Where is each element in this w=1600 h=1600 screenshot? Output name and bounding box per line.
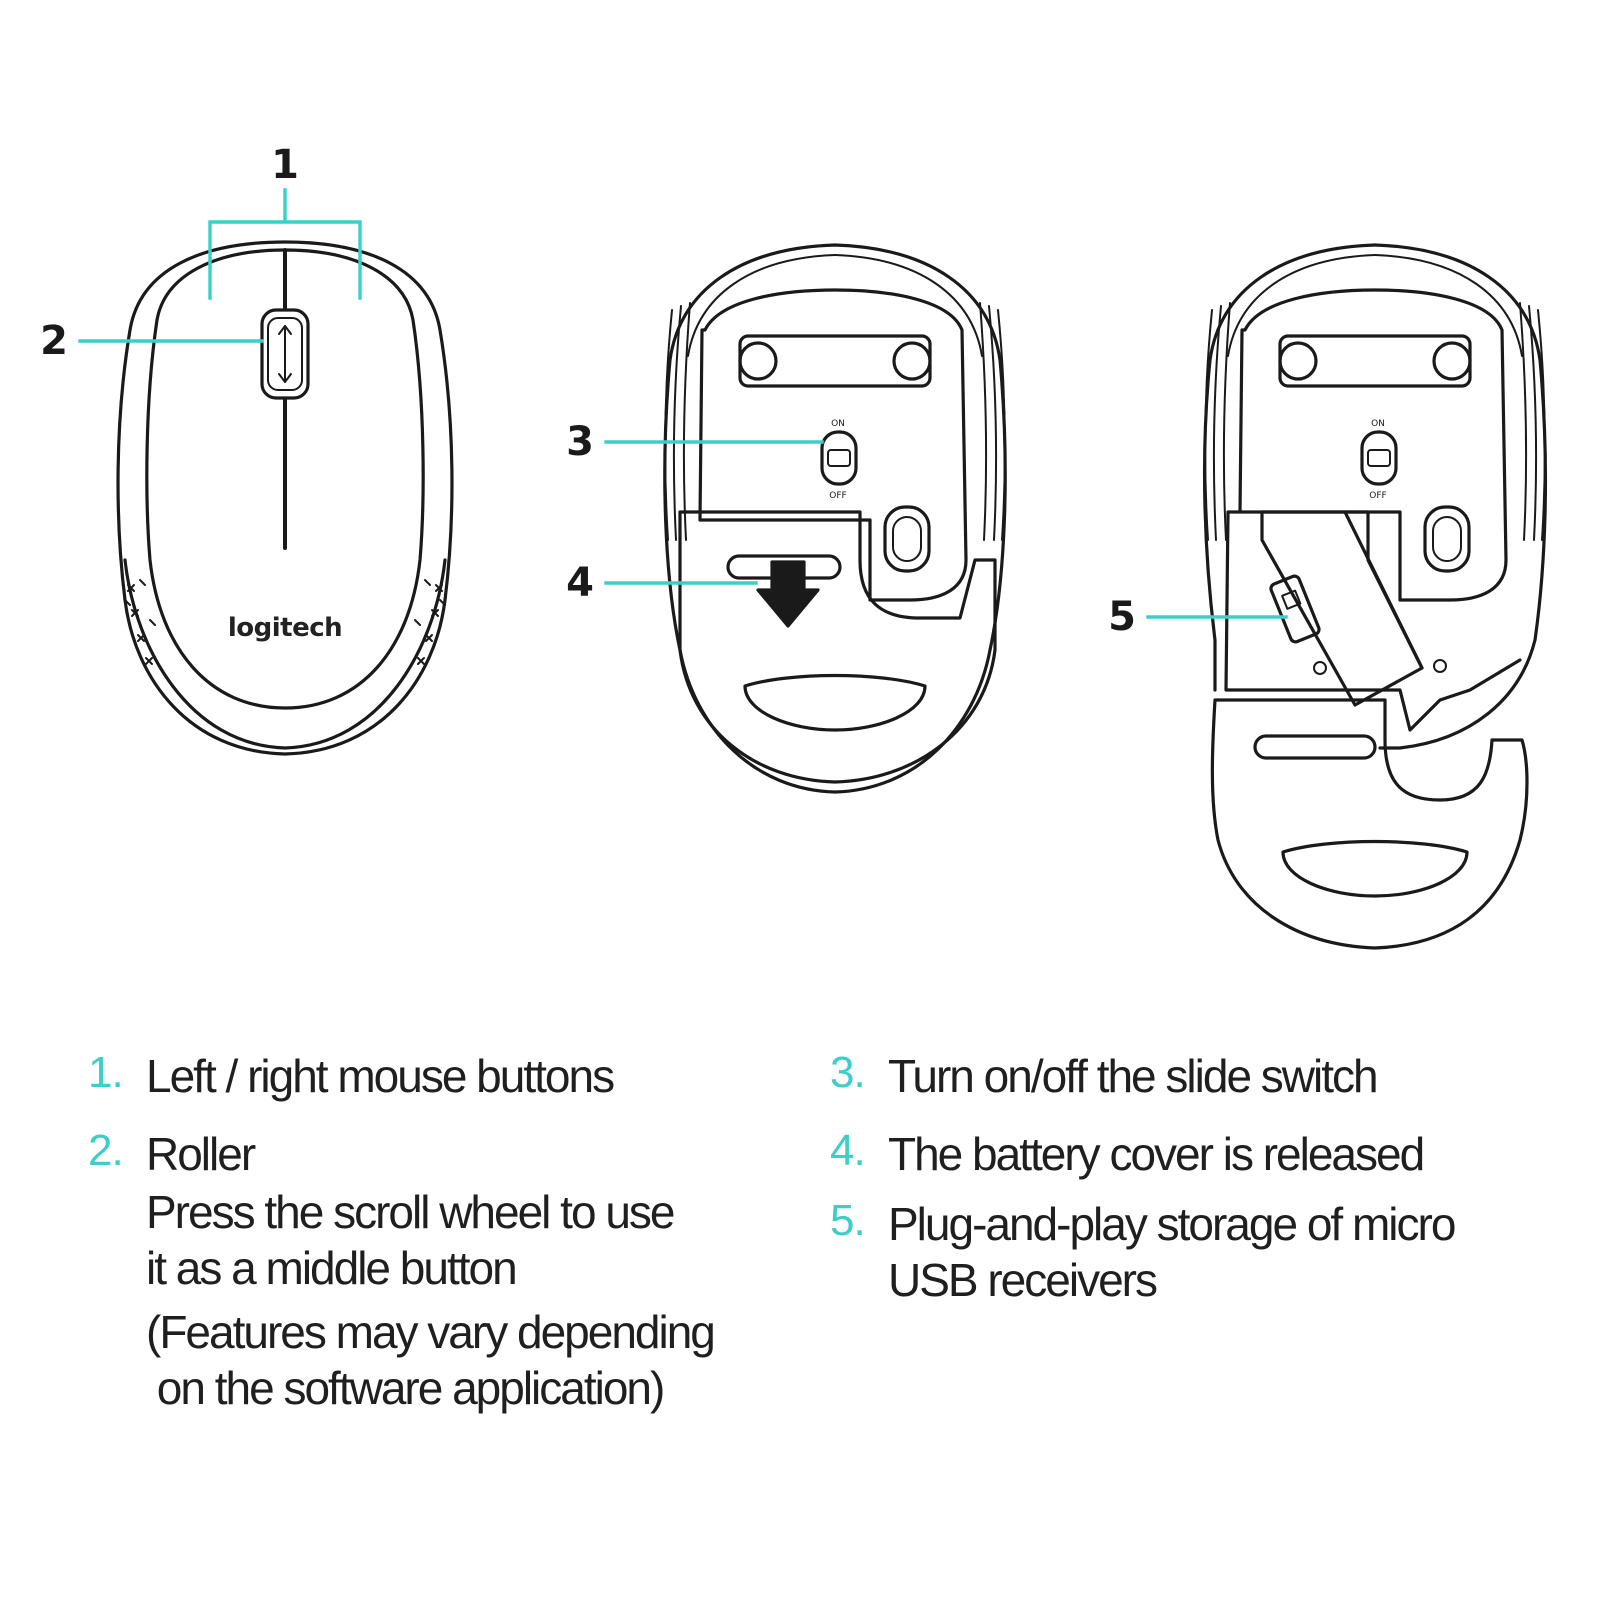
mouse-bottom-open-view: ON OFF — [1202, 243, 1548, 950]
callout-4: 4 — [566, 560, 758, 606]
legend-number: 1. — [88, 1048, 124, 1097]
svg-text:4: 4 — [566, 560, 594, 606]
legend-text: Roller — [146, 1128, 256, 1180]
legend-text-line: Plug-and-play storage of micro — [888, 1198, 1456, 1250]
svg-text:OFF: OFF — [1369, 491, 1386, 501]
svg-text:1: 1 — [271, 142, 299, 188]
legend-text: Turn on/off the slide switch — [888, 1050, 1379, 1102]
mouse-top-view: logitech — [116, 240, 454, 756]
legend-text-line: (Features may vary depending — [146, 1306, 716, 1358]
mouse-bottom-view: ON OFF — [663, 243, 1007, 794]
power-switch: ON OFF — [820, 419, 858, 501]
legend-number: 3. — [830, 1048, 866, 1097]
svg-text:5: 5 — [1108, 594, 1136, 640]
legend-text-line: on the software application) — [146, 1362, 666, 1414]
callout-2: 2 — [40, 318, 264, 364]
svg-text:ON: ON — [831, 419, 845, 429]
legend-number: 2. — [88, 1126, 124, 1175]
legend-number: 5. — [830, 1196, 866, 1245]
legend-text: The battery cover is released — [888, 1128, 1425, 1180]
legend-number: 4. — [830, 1126, 866, 1175]
legend-panel: 1. Left / right mouse buttons 2. Roller … — [30, 1018, 1570, 1458]
callout-5: 5 — [1108, 594, 1288, 640]
svg-text:ON: ON — [1371, 419, 1385, 429]
callout-3: 3 — [566, 419, 824, 465]
legend-text-line: it as a middle button — [146, 1242, 518, 1294]
callout-1: 1 — [208, 142, 362, 300]
texture-dots-right — [414, 579, 446, 665]
logitech-logo: logitech — [228, 613, 342, 643]
power-switch-open: ON OFF — [1360, 419, 1398, 501]
mouse-diagram: logitech 1 2 ON OFF 3 — [40, 142, 1548, 950]
svg-text:OFF: OFF — [829, 491, 846, 501]
svg-text:2: 2 — [40, 318, 68, 364]
texture-dots-left — [124, 579, 156, 665]
legend-text-line: Press the scroll wheel to use — [146, 1186, 675, 1238]
legend-text-line: USB receivers — [888, 1254, 1158, 1306]
svg-text:3: 3 — [566, 419, 594, 465]
legend-text: Left / right mouse buttons — [146, 1050, 615, 1102]
